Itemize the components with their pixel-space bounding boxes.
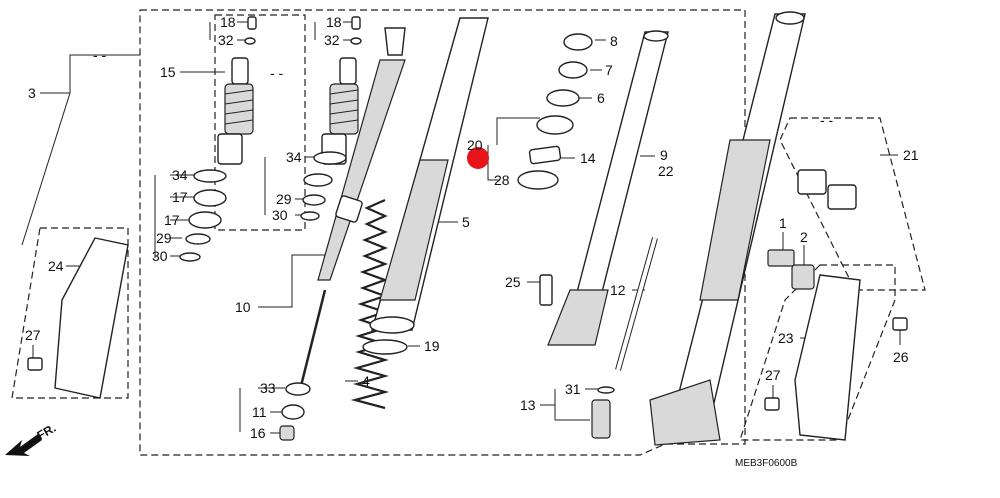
- callout-32: 32: [324, 32, 340, 48]
- dash-mark: - -: [270, 65, 284, 81]
- callout-9: 9: [660, 147, 668, 163]
- outer-tube: [369, 17, 489, 334]
- damper-rod: [298, 27, 406, 391]
- callout-30: 30: [152, 248, 168, 264]
- washer-32-left: [244, 37, 256, 45]
- callout-20: 20: [467, 137, 483, 153]
- callout-18: 18: [220, 14, 236, 30]
- guard-frame-right: [739, 264, 896, 441]
- washer-33: [285, 382, 311, 396]
- callout-7: 7: [605, 62, 613, 78]
- callout-24: 24: [48, 258, 64, 274]
- parts: [27, 11, 908, 446]
- callout-33: 33: [260, 380, 276, 396]
- cartridge-valve-right: [321, 57, 359, 165]
- bolt-18-left: [247, 16, 257, 30]
- callout-10: 10: [235, 299, 251, 315]
- clamp-1: [767, 249, 795, 267]
- bracket-set: [797, 169, 857, 210]
- callout-22: 22: [658, 163, 674, 179]
- dash-mark: - -: [93, 47, 107, 63]
- callout-32: 32: [218, 32, 234, 48]
- callout-34: 34: [172, 167, 188, 183]
- inner-tube: [547, 30, 669, 346]
- collar-11: [281, 404, 305, 420]
- highlight-dot: [467, 147, 489, 169]
- bolt-25: [539, 274, 553, 306]
- washer-32-right: [350, 37, 362, 45]
- bolt-18-right: [351, 16, 361, 30]
- cartridge-frame: [214, 14, 306, 231]
- fork-guard-left: [54, 237, 129, 399]
- fork-guard-right: [794, 274, 861, 441]
- nut-16: [279, 425, 295, 441]
- callout-34: 34: [286, 149, 302, 165]
- fork-spring: [350, 198, 390, 410]
- callout-26: 26: [893, 349, 909, 365]
- callout-29: 29: [156, 230, 172, 246]
- bolt-27-right: [764, 397, 780, 411]
- callout-19: 19: [424, 338, 440, 354]
- callout-27: 27: [25, 327, 41, 343]
- callout-23: 23: [778, 330, 794, 346]
- shim-stack-left: [179, 169, 227, 262]
- callout-8: 8: [610, 33, 618, 49]
- callout-2: 2: [800, 229, 808, 245]
- callout-3: 3: [28, 85, 36, 101]
- callout-18: 18: [326, 14, 342, 30]
- bolt-26: [892, 317, 908, 331]
- callout-17: 17: [164, 212, 180, 228]
- clamp-2: [791, 264, 815, 290]
- callout-4: 4: [362, 373, 370, 389]
- callout-16: 16: [250, 425, 266, 441]
- callout-30: 30: [272, 207, 288, 223]
- callout-27: 27: [765, 367, 781, 383]
- callout-6: 6: [597, 90, 605, 106]
- callout-11: 11: [252, 404, 267, 420]
- base-valve-13: [591, 399, 611, 439]
- callout-28: 28: [494, 172, 510, 188]
- dash-mark: - -: [820, 112, 834, 128]
- cartridge-valve-left: [217, 57, 254, 165]
- callouts: 18 32 18 32 15 3 34 17 17 29 30 34 29 30…: [25, 14, 919, 441]
- o-ring-31: [597, 386, 615, 394]
- bolt-27-left: [27, 357, 43, 371]
- callout-17: 17: [172, 189, 188, 205]
- callout-13: 13: [520, 397, 536, 413]
- fork-assembly: [649, 11, 806, 446]
- callout-12: 12: [610, 282, 626, 298]
- callout-25: 25: [505, 274, 521, 290]
- callout-15: 15: [160, 64, 176, 80]
- callout-31: 31: [565, 381, 581, 397]
- bracket-frame: [779, 117, 926, 291]
- callout-21: 21: [903, 147, 919, 163]
- diagram-code: MEB3F0600B: [735, 458, 798, 469]
- guard-frame-left: [11, 227, 129, 399]
- callout-5: 5: [462, 214, 470, 230]
- callout-1: 1: [779, 215, 787, 231]
- o-ring: [362, 339, 408, 355]
- direction-arrow: FR.: [5, 421, 58, 456]
- main-frame: [139, 9, 746, 456]
- callout-14: 14: [580, 150, 596, 166]
- shim-stack-right: [300, 151, 347, 221]
- callout-29: 29: [276, 191, 292, 207]
- seal-kit: [517, 33, 593, 190]
